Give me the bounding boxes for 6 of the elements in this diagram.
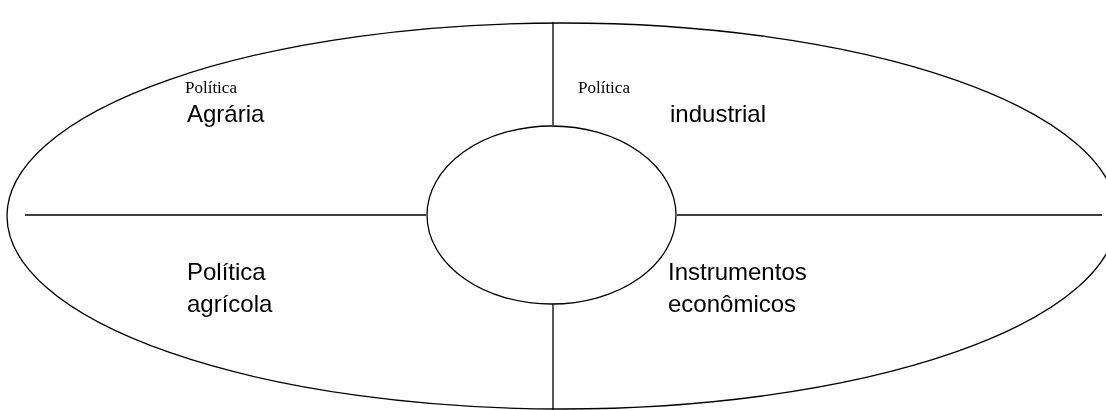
quadrant-label: Instrumentos econômicos: [668, 257, 808, 319]
quadrant-label: Política: [185, 78, 237, 98]
quadrant-label: industrial: [670, 99, 767, 129]
quadrant-label: Agrária: [187, 99, 265, 129]
quadrant-label: Política: [578, 78, 630, 98]
quadrant-label: Política agrícola: [187, 257, 274, 319]
